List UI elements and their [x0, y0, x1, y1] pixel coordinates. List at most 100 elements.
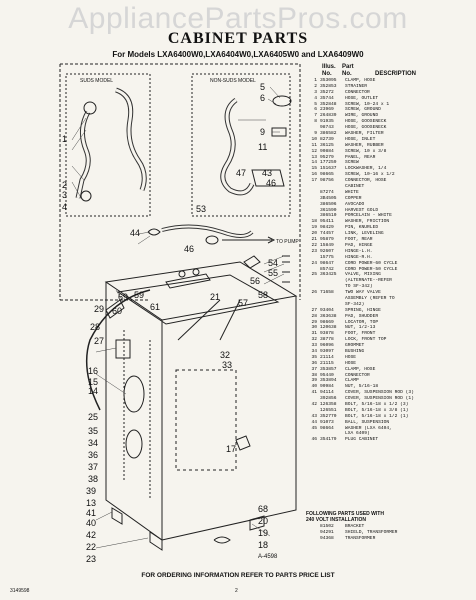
part-description: TRANSFORMER [345, 535, 376, 541]
part-row: SF-342) [306, 302, 474, 308]
part-description: CONNECTOR [345, 89, 370, 95]
callout-59: 59 [134, 290, 144, 300]
illus-no: 15 [311, 166, 317, 172]
part-no: 98665 [320, 172, 334, 178]
illus-no: 37 [311, 366, 317, 372]
illus-no: 19 [311, 225, 317, 231]
part-description: PLUG CABINET [345, 437, 379, 443]
part-row: LXA 6409) [306, 431, 474, 437]
part-description: LXA 6409) [345, 431, 370, 437]
illus-no: 43 [311, 413, 317, 419]
callout-18: 18 [258, 540, 268, 550]
callout-46: 47 [236, 168, 246, 178]
illus-no: 12 [311, 148, 317, 154]
part-no: 94291 [320, 529, 334, 535]
illus-no: 32 [311, 337, 317, 343]
part-description: WHITE [345, 189, 359, 195]
illus-no: 10 [311, 136, 317, 142]
part-description: COVER, SUSPENSION ROD (1) [345, 396, 414, 402]
part-description: LOCKWASHER, 1/4 [345, 166, 387, 172]
part-no: 36125 [320, 142, 334, 148]
page-code: 3149598 [10, 588, 30, 594]
callout-45: 46 [266, 178, 276, 188]
part-no: 95279 [320, 154, 334, 160]
part-no: 352848 [320, 101, 337, 107]
part-description: SPRING, HINGE [345, 307, 381, 313]
part-description: VALVE, MIXING [345, 272, 381, 278]
part-description: COPPER [345, 195, 362, 201]
part-description: HOSE [345, 354, 357, 360]
callout-56: 56 [250, 276, 260, 286]
callout-53: 53 [196, 204, 206, 214]
part-no: 352853 [320, 83, 337, 89]
part-no: 90984 [320, 384, 334, 390]
illus-no: 14 [311, 160, 317, 166]
part-description: BRACKET [345, 523, 365, 529]
callout-19: 19 [258, 528, 268, 538]
part-row: (ALTERNATE--REFER [306, 278, 474, 284]
part-no: 15775 [320, 254, 334, 260]
ordering-footer: FOR ORDERING INFORMATION REFER TO PARTS … [141, 572, 335, 579]
part-no: 82739 [320, 136, 334, 142]
illus-no: 9 [314, 131, 317, 137]
part-no: 15849 [320, 242, 334, 248]
callout-45b: 46 [184, 244, 194, 254]
illus-no: 6 [314, 107, 317, 113]
illus-no: 41 [311, 390, 317, 396]
part-description: SF-342) [345, 301, 365, 307]
illus-no: 13 [311, 154, 317, 160]
part-no: 96096 [320, 343, 334, 349]
part-description: CLAMP [345, 378, 359, 384]
part-description: ASSEMBLY (REFER TO [345, 295, 395, 301]
part-row: TO SF-342) [306, 284, 474, 290]
callout-6: 6 [260, 93, 265, 103]
part-description: FOOT, FRONT [345, 331, 376, 337]
callout-41: 41 [86, 508, 96, 518]
part-no: 177259 [320, 160, 337, 166]
callout-27: 27 [94, 336, 104, 346]
part-description: CONNECTOR [345, 372, 370, 378]
models-subtitle: For Models LXA6400W0,LXA6404W0,LXA6405W0… [112, 50, 364, 59]
callout-32: 32 [220, 350, 230, 360]
illus-no: 27 [311, 307, 317, 313]
illus-header: Illus. [322, 64, 336, 70]
callout-61: 61 [150, 302, 160, 312]
part-description: CABINET [345, 184, 365, 190]
callout-20: 20 [258, 516, 268, 526]
callout-14: 14 [88, 386, 98, 396]
part-description: WASHER, FRICTION [345, 219, 390, 225]
part-description: PORCELAIN - WHITE [345, 213, 392, 219]
part-no: 353857 [320, 366, 337, 372]
part-description: SCREW [345, 160, 359, 166]
part-description: SCREW, 10-24 x 1 [345, 101, 390, 107]
part-no: 98429 [320, 225, 334, 231]
illus-no-header: No. [322, 71, 332, 77]
part-row: 87274 WHITE [306, 190, 474, 196]
illus-no: 22 [311, 242, 317, 248]
page-title: CABINET PARTS [167, 30, 309, 47]
illus-no: 46 [311, 437, 317, 443]
callout-29: 29 [94, 304, 104, 314]
callout-55: 55 [268, 268, 278, 278]
part-no: 87274 [320, 189, 334, 195]
